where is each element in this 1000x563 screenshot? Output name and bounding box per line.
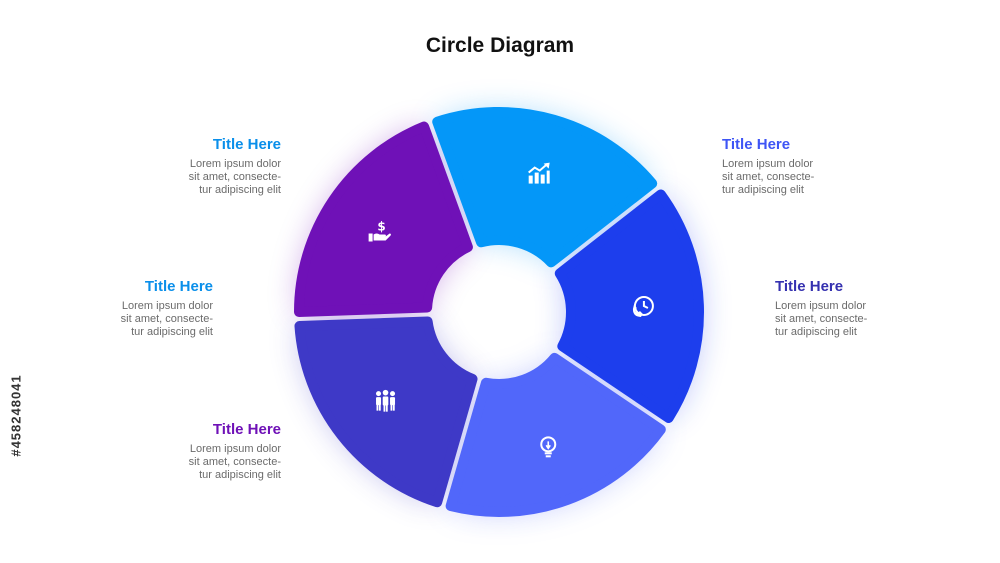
segment-top-right (554, 189, 704, 423)
segment-right (445, 352, 666, 517)
callout-body: Lorem ipsum dolor sit amet, consecte- tu… (188, 443, 281, 481)
callout-title: Title Here (212, 136, 281, 153)
diagram-segments (294, 107, 704, 517)
segment-top-left (432, 107, 658, 268)
segment-bottom (294, 316, 478, 508)
callout-bottom-left: Title Here Lorem ipsum dolor sit amet, c… (131, 421, 281, 482)
segment-left (294, 121, 473, 317)
callout-top-left: Title Here Lorem ipsum dolor sit amet, c… (131, 136, 281, 197)
callout-body: Lorem ipsum dolor sit amet, consecte- tu… (775, 300, 868, 338)
stock-id-text: #458248041 (8, 373, 24, 457)
callout-body: Lorem ipsum dolor sit amet, consecte- tu… (188, 158, 281, 196)
diagram-title: Circle Diagram (425, 34, 575, 57)
callout-body: Lorem ipsum dolor sit amet, consecte- tu… (120, 300, 213, 338)
callout-title: Title Here (144, 278, 213, 295)
callout-title: Title Here (212, 421, 281, 438)
callout-left: Title Here Lorem ipsum dolor sit amet, c… (63, 278, 213, 339)
stock-id: #458248041 (5, 325, 27, 505)
callout-title: Title Here (722, 136, 791, 153)
callout-top-right: Title Here Lorem ipsum dolor sit amet, c… (722, 136, 872, 197)
callout-body: Lorem ipsum dolor sit amet, consecte- tu… (722, 158, 815, 196)
callout-right: Title Here Lorem ipsum dolor sit amet, c… (775, 278, 925, 339)
callout-title: Title Here (775, 278, 844, 295)
